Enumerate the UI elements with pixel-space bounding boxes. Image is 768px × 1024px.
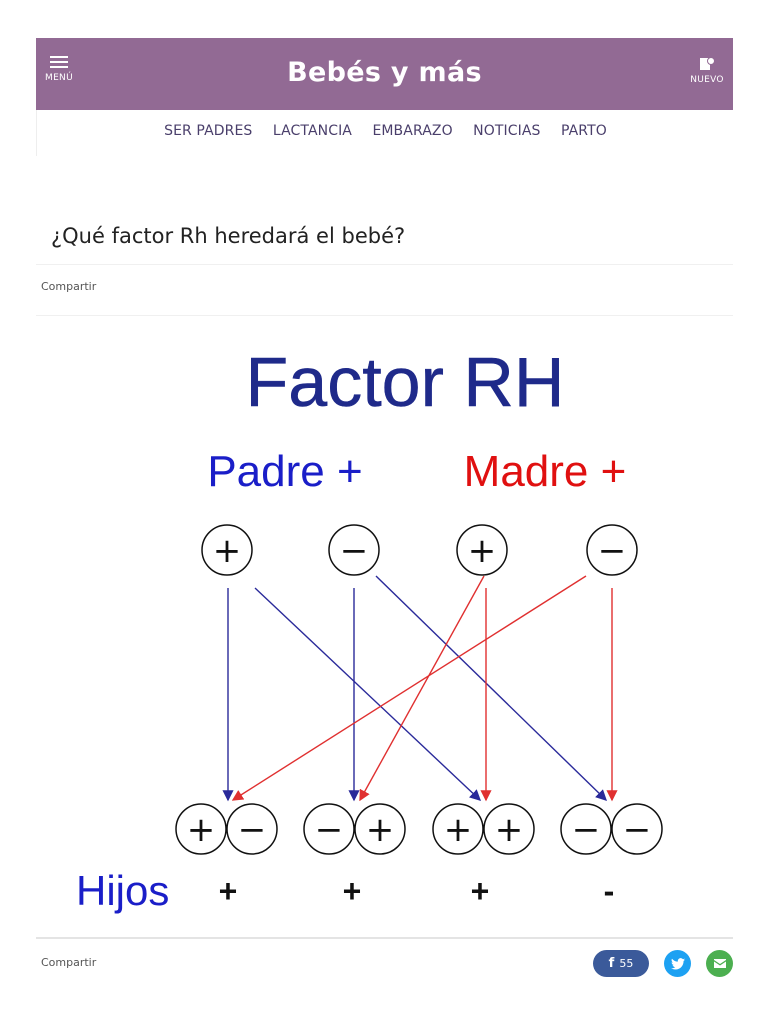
children-label: Hijos [76,867,169,914]
facebook-share-button[interactable]: f 55 [593,950,649,977]
diagram-title: Factor RH [246,343,565,421]
arrow-father-plus-child3 [254,587,482,801]
facebook-icon: f [608,956,615,971]
svg-text:−: − [340,531,369,571]
new-button[interactable]: NUEVO [687,54,727,85]
child-result-4: - [604,873,615,909]
svg-text:−: − [598,531,627,571]
arrow-mother-minus-child1 [231,575,587,801]
child-result-1: + [219,873,238,909]
twitter-share-button[interactable] [664,950,691,977]
email-share-button[interactable] [706,950,733,977]
father-label: Padre + [207,447,362,496]
rh-factor-diagram: Factor RH Padre + Madre + + − + − [36,330,733,930]
svg-text:+: + [366,810,395,850]
svg-text:+: + [444,810,473,850]
hamburger-icon [50,56,68,68]
arrow-mother-plus-child2 [359,575,485,802]
nav-item-embarazo[interactable]: EMBARAZO [372,123,453,139]
svg-text:−: − [238,810,267,850]
svg-text:+: + [213,531,242,571]
site-header: MENÚ Bebés y más NUEVO [36,38,733,110]
child-pair-4: − − [560,803,663,855]
nav-item-ser-padres[interactable]: SER PADRES [164,123,253,139]
share-bar-top: Compartir [36,264,733,316]
svg-text:+: + [187,810,216,850]
share-label[interactable]: Compartir [41,280,97,293]
child-result-2: + [343,873,362,909]
svg-text:−: − [572,810,601,850]
share-bar-bottom: Compartir f 55 [36,937,733,989]
parent-allele-1: + [201,524,253,576]
new-content-icon [699,57,715,71]
new-label: NUEVO [690,75,724,85]
nav-item-noticias[interactable]: NOTICIAS [473,123,541,139]
category-nav: SER PADRES LACTANCIA EMBARAZO NOTICIAS P… [36,110,734,156]
email-icon [713,959,726,968]
parent-allele-2: − [328,524,380,576]
mother-label: Madre + [464,447,627,496]
parent-allele-4: − [586,524,638,576]
parent-allele-3: + [456,524,508,576]
svg-text:+: + [495,810,524,850]
twitter-icon [670,957,685,969]
facebook-share-count: 55 [619,957,634,970]
site-logo[interactable]: Bebés y más [287,57,482,88]
svg-text:+: + [468,531,497,571]
rh-diagram-svg: Factor RH Padre + Madre + + − + − [76,343,663,914]
nav-item-lactancia[interactable]: LACTANCIA [272,123,352,139]
nav-item-parto[interactable]: PARTO [560,123,607,139]
svg-text:−: − [623,810,652,850]
child-result-3: + [471,873,490,909]
menu-button[interactable]: MENÚ [42,52,76,83]
svg-text:−: − [315,810,344,850]
child-pair-2: − + [303,803,406,855]
menu-label: MENÚ [45,73,73,83]
article-title: ¿Qué factor Rh heredará el bebé? [51,224,406,248]
arrow-father-minus-child4 [375,575,608,801]
child-pair-3: + + [432,803,535,855]
share-label-bottom[interactable]: Compartir [41,956,97,969]
child-pair-1: + − [175,803,278,855]
